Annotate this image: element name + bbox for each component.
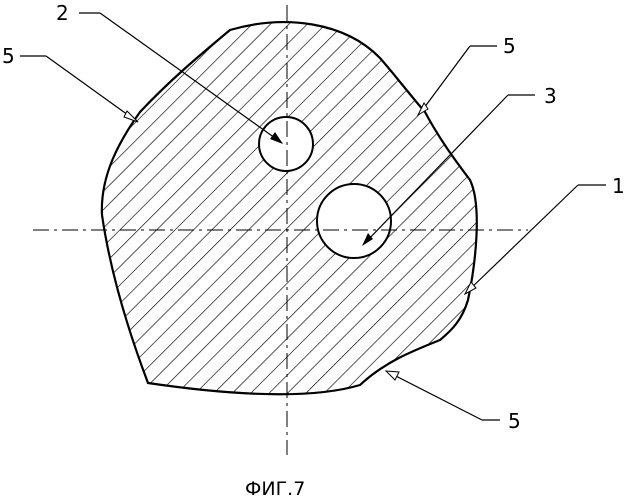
hole-3 [317, 184, 391, 258]
label-3: 3 [544, 84, 557, 108]
hole-2 [259, 117, 313, 171]
label-5-bottom: 5 [508, 409, 521, 433]
figure-caption: ФИГ.7 [245, 478, 305, 500]
cross-section-body [90, 10, 490, 410]
label-2: 2 [56, 1, 69, 25]
label-5-left: 5 [2, 44, 15, 68]
label-1: 1 [612, 174, 625, 198]
label-5-top-right: 5 [503, 34, 516, 58]
